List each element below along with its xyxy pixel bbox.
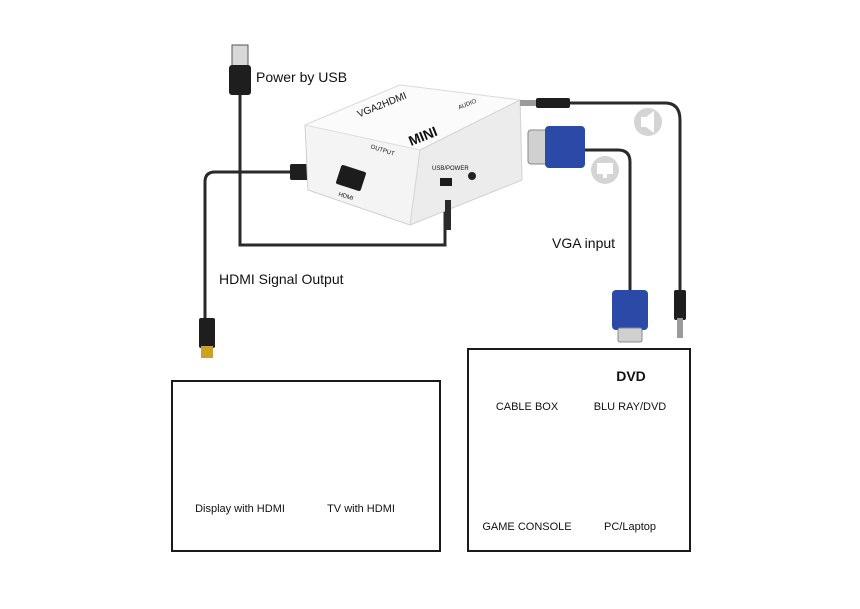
- power-by-usb-label: Power by USB: [256, 69, 347, 85]
- hdmi-cable: [199, 164, 328, 358]
- monitor-badge-icon: [591, 156, 619, 184]
- converter-box: [305, 85, 522, 230]
- input-device-label-game-console: GAME CONSOLE: [472, 521, 582, 533]
- output-device-label-display: Display with HDMI: [188, 503, 292, 515]
- output-device-label-tv: TV with HDMI: [312, 503, 410, 515]
- output-devices-box: [171, 380, 441, 552]
- speaker-badge-icon: [634, 108, 662, 136]
- input-device-label-cable-box: CABLE BOX: [477, 401, 577, 413]
- input-device-label-dvd: BLU RAY/DVD: [580, 401, 680, 413]
- device-usb-port-label: USB/POWER: [432, 166, 469, 172]
- input-device-label-pc: PC/Laptop: [580, 521, 680, 533]
- hdmi-signal-output-label: HDMI Signal Output: [219, 271, 344, 287]
- dvd-badge-text: DVD: [600, 368, 662, 384]
- vga-input-label: VGA input: [552, 235, 615, 251]
- vga-cable: [528, 126, 648, 342]
